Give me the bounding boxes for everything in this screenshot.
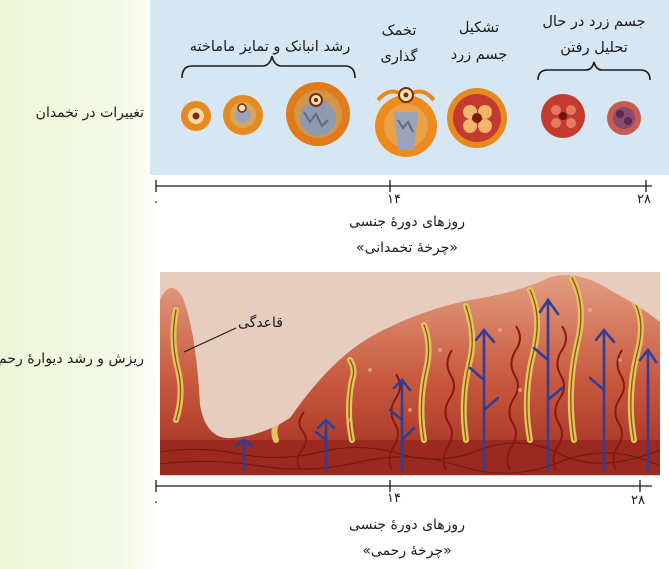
primary-follicle — [181, 101, 211, 131]
corpus-albicans — [607, 101, 641, 135]
ovary-tick-28: ۲۸ — [637, 193, 651, 206]
ovary-time-axis — [156, 180, 652, 192]
phase-ovulation-label-2: گذاری — [381, 50, 418, 65]
ovary-axis-label: روزهای دورهٔ جنسی — [349, 215, 465, 229]
uterus-cycle-label: «چرخهٔ رحمی» — [362, 544, 451, 558]
uterus-tick-14: ۱۴ — [387, 492, 401, 505]
uterus-time-axis — [156, 480, 652, 492]
ovary-tick-14: ۱۴ — [387, 193, 401, 206]
ovary-tick-0: ۰ — [153, 196, 160, 209]
growing-follicle — [223, 95, 263, 135]
phase-formation-label-2: جسم زرد — [451, 48, 508, 63]
uterus-side-label: ریزش و رشد دیوارهٔ رحم — [0, 352, 144, 366]
ovary-side-label: تغییرات در تخمدان — [36, 106, 144, 120]
growth-brace — [182, 56, 355, 78]
phase-regression-label-1: جسم زرد در حال — [542, 15, 645, 30]
ovulating-follicle — [375, 88, 437, 157]
menstruation-label: قاعدگی — [238, 316, 283, 330]
phase-ovulation-label-1: تخمک — [382, 24, 417, 39]
corpus-luteum-forming — [447, 88, 507, 148]
uterus-tick-28: ۲۸ — [631, 494, 645, 507]
corpus-luteum-regressing — [541, 94, 585, 138]
mature-follicle — [286, 82, 350, 146]
regression-brace — [538, 62, 650, 80]
phase-regression-label-2: تحلیل رفتن — [560, 41, 628, 56]
phase-growth-label: رشد انبانک و تمایز ماماخته — [190, 40, 350, 55]
uterus-axis-label: روزهای دورهٔ جنسی — [349, 518, 465, 532]
ovary-cycle-label: «چرخهٔ تخمدانی» — [356, 241, 458, 255]
uterus-tick-0: ۰ — [153, 496, 160, 509]
phase-formation-label-1: تشکیل — [459, 21, 499, 36]
